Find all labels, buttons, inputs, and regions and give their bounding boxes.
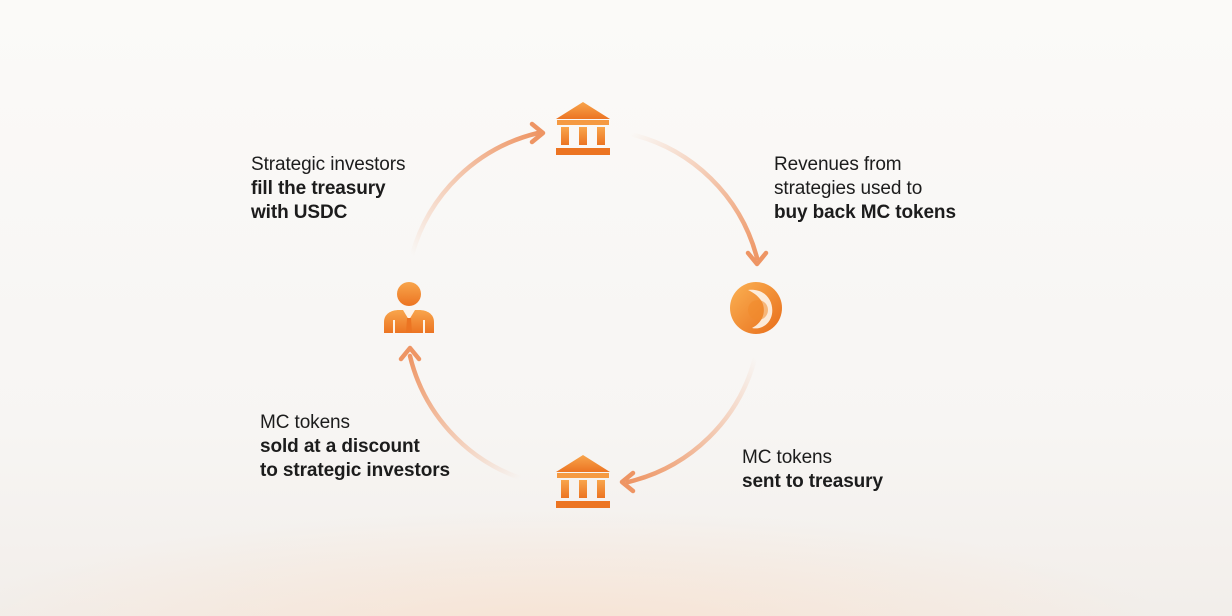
caption-text-bold: with USDC <box>251 202 348 223</box>
caption-text-bold: fill the treasury <box>251 178 386 199</box>
arrow-treasury-to-token <box>627 131 769 267</box>
caption-text-bold: sent to treasury <box>742 471 883 492</box>
investor-icon <box>384 282 434 333</box>
bank-icon <box>556 102 610 155</box>
bank-icon <box>556 455 610 508</box>
arrow-investors-to-treasury <box>409 121 546 258</box>
caption-text: Strategic investors <box>251 154 406 175</box>
caption-revenues-buy-back: Revenues from strategies used to buy bac… <box>774 153 956 225</box>
caption-text: Revenues from <box>774 154 902 175</box>
caption-text-bold: sold at a discount <box>260 436 420 457</box>
caption-text-bold: buy back MC tokens <box>774 202 956 223</box>
arrow-treasury-to-investors <box>398 345 523 481</box>
mc-token-icon <box>730 282 782 334</box>
caption-text: MC tokens <box>742 447 832 468</box>
caption-tokens-sold-discount: MC tokens sold at a discount to strategi… <box>260 411 450 483</box>
caption-text: MC tokens <box>260 412 350 433</box>
caption-text-bold: to strategic investors <box>260 460 450 481</box>
arrow-token-to-treasury <box>619 355 758 494</box>
caption-investors-fill-treasury: Strategic investors fill the treasury wi… <box>251 153 405 225</box>
caption-tokens-sent-treasury: MC tokens sent to treasury <box>742 446 883 494</box>
caption-text: strategies used to <box>774 178 923 199</box>
